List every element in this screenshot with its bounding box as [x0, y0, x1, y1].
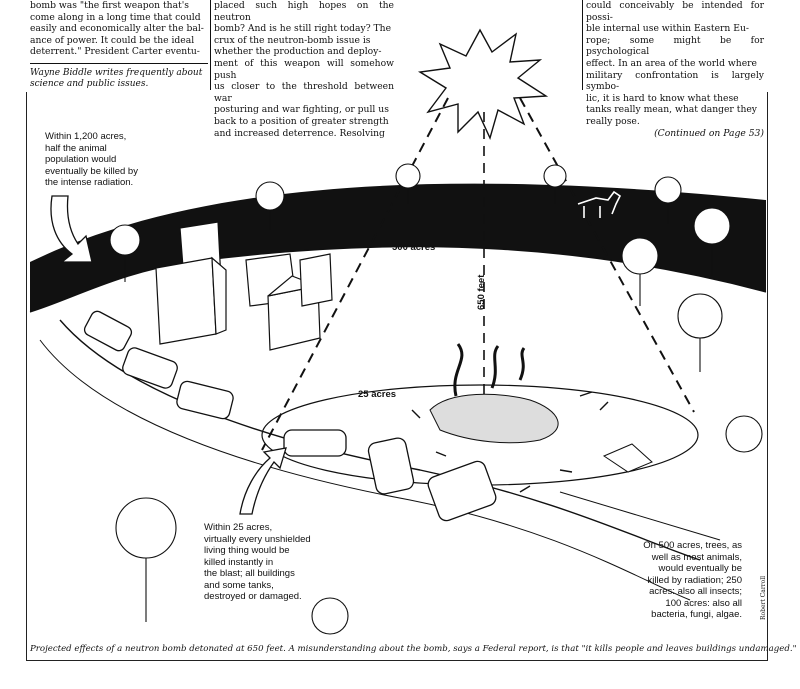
- pointer-on-500-acres: [559, 491, 721, 541]
- twisted-debris: [453, 343, 526, 397]
- byline: Wayne Biddle writes frequently about sci…: [30, 68, 203, 89]
- trees: [109, 163, 763, 635]
- article-text-right: could conceivably be intended for possi-…: [586, 0, 764, 127]
- arrow-1200-acres: [50, 195, 93, 263]
- column-rule-2: [582, 0, 583, 90]
- label-500-acres: 500 acres: [392, 242, 436, 253]
- blast-cone-lines: [261, 97, 695, 451]
- label-on-500-acres: On 500 acres, trees, as well as most ani…: [643, 540, 742, 620]
- article-column-left: bomb was "the first weapon that's come a…: [30, 0, 208, 58]
- city-buildings: [155, 221, 333, 351]
- continued-note: (Continued on Page 53): [654, 127, 764, 139]
- tanks: [83, 310, 497, 522]
- label-25-acres: 25 acres: [358, 389, 397, 400]
- article-text-middle: placed such high hopes on the neutron bo…: [214, 0, 394, 139]
- figure-caption: Projected effects of a neutron bomb deto…: [30, 644, 797, 654]
- arrow-within-25-acres: [239, 447, 287, 515]
- byline-rule: [30, 63, 208, 64]
- column-rule-1: [210, 0, 211, 90]
- article-column-right: could conceivably be intended for possi-…: [586, 0, 764, 139]
- article-column-middle: placed such high hopes on the neutron bo…: [214, 0, 394, 139]
- label-within-25-acres: Within 25 acres, virtually every unshiel…: [204, 522, 311, 602]
- horse-icon: [577, 190, 622, 218]
- blast-burst-icon: [417, 28, 549, 141]
- article-text-left: bomb was "the first weapon that's come a…: [30, 0, 204, 58]
- ruined-building: [602, 443, 653, 473]
- ground-zero-rubble: [429, 393, 559, 444]
- radiation-zone-band: [30, 183, 766, 312]
- label-650-feet: 650 feet: [476, 274, 487, 310]
- artist-credit: Robert Carroll: [760, 575, 767, 620]
- scattered-debris: [411, 391, 609, 493]
- label-1200-acres: Within 1,200 acres, half the animal popu…: [45, 131, 138, 188]
